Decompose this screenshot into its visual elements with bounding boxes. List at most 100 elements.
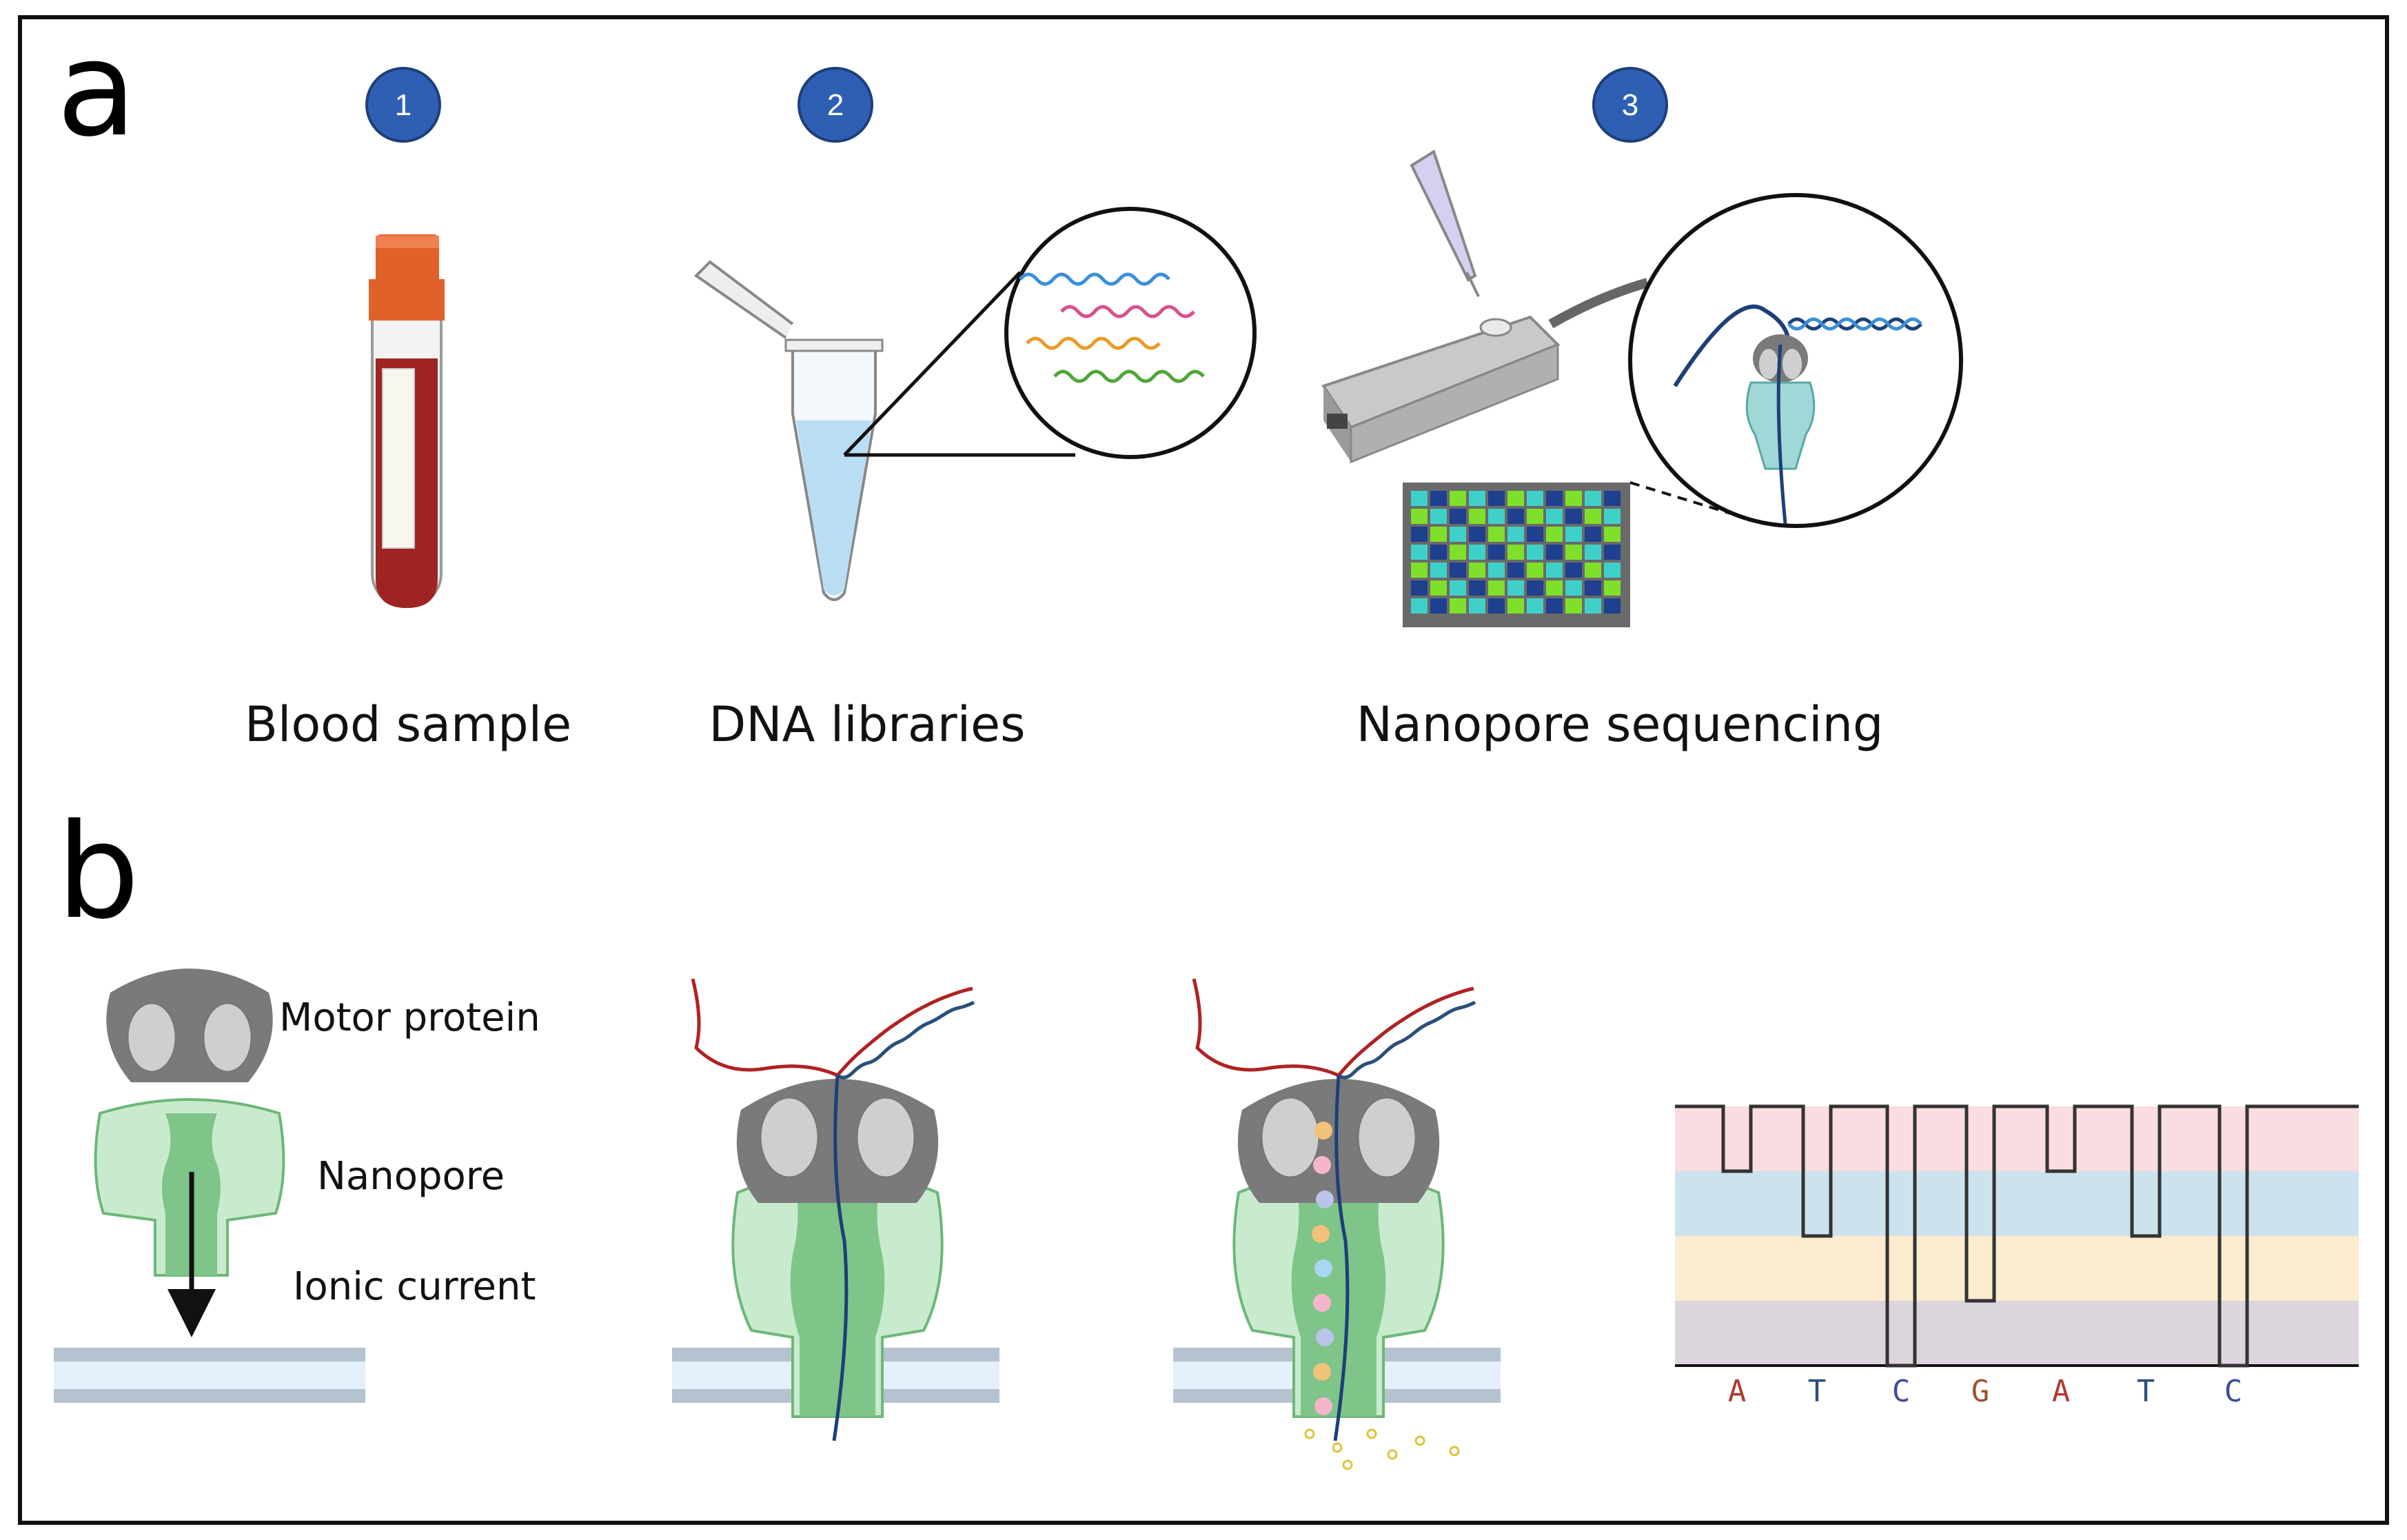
sequencer-device-icon: [1321, 278, 1649, 464]
pipette-icon: [1410, 149, 1480, 297]
panel-b-letter: b: [57, 796, 140, 948]
pore-with-dna-illustration: [672, 978, 999, 1441]
signal-base-label: C: [1892, 1374, 1911, 1409]
flow-cell-well: [1527, 491, 1543, 506]
label-motor-protein: Motor protein: [279, 995, 540, 1040]
flow-cell-well: [1450, 527, 1466, 542]
flow-cell-well: [1488, 563, 1505, 578]
flow-cell-well: [1527, 545, 1543, 560]
flow-cell-well: [1488, 527, 1505, 542]
motor-protein-icon: [106, 969, 273, 1082]
caption-dna-libraries: DNA libraries: [709, 696, 1025, 753]
flow-cell-well: [1450, 580, 1466, 596]
dna-library-zoom-circle: [1004, 207, 1257, 459]
flow-cell-well: [1488, 598, 1505, 614]
flow-cell-well: [1546, 509, 1563, 524]
flow-cell-well: [1411, 545, 1428, 560]
flow-cell-well: [1507, 580, 1524, 596]
flow-cell-well: [1604, 598, 1621, 614]
step-3-number: 3: [1622, 88, 1638, 122]
signal-band: [1675, 1236, 2359, 1301]
signal-base-label: A: [2052, 1374, 2071, 1409]
step-1-badge: 1: [365, 67, 441, 143]
flow-cell-well: [1604, 527, 1621, 542]
signal-base-label: T: [1808, 1374, 1827, 1409]
flow-cell-well: [1411, 563, 1428, 578]
signal-band: [1675, 1301, 2359, 1366]
flow-cell-well: [1565, 491, 1582, 506]
flow-cell-well: [1411, 598, 1428, 614]
flow-cell-well: [1585, 491, 1601, 506]
flow-cell-well: [1546, 491, 1563, 506]
flow-cell-well: [1430, 598, 1447, 614]
flow-cell-well: [1527, 598, 1543, 614]
flow-cell-well: [1430, 545, 1447, 560]
flow-cell-well: [1604, 545, 1621, 560]
flow-cell-well: [1507, 598, 1524, 614]
signal-base-label: G: [1971, 1374, 1990, 1409]
figure-frame: [18, 15, 2389, 1525]
flow-cell-well: [1450, 491, 1466, 506]
flow-cell-well: [1604, 580, 1621, 596]
signal-line: [1675, 1104, 2359, 1368]
zoom-line-top: [843, 271, 1022, 456]
flow-cell-well: [1546, 545, 1563, 560]
flow-cell-well: [1450, 545, 1466, 560]
flow-cell-well: [1527, 527, 1543, 542]
flow-cell-well: [1527, 509, 1543, 524]
flow-cell-well: [1565, 580, 1582, 596]
flow-cell-well: [1469, 563, 1485, 578]
label-nanopore: Nanopore: [317, 1154, 505, 1199]
flow-cell-well: [1469, 491, 1485, 506]
flow-cell-well: [1546, 598, 1563, 614]
signal-base-label: A: [1728, 1374, 1747, 1409]
flow-cell-well: [1546, 580, 1563, 596]
flow-cell-well: [1585, 545, 1601, 560]
signal-base-label: T: [2137, 1374, 2155, 1409]
flow-cell-well: [1585, 509, 1601, 524]
flow-cell-well: [1527, 563, 1543, 578]
flow-cell-well: [1507, 563, 1524, 578]
caption-nanopore-sequencing: Nanopore sequencing: [1357, 696, 1884, 753]
flow-cell-well: [1469, 509, 1485, 524]
flow-cell-well: [1565, 598, 1582, 614]
flow-cell-well: [1411, 527, 1428, 542]
flow-cell-well: [1411, 509, 1428, 524]
flow-cell-well: [1507, 527, 1524, 542]
flow-cell-well: [1450, 509, 1466, 524]
flow-cell-well: [1488, 545, 1505, 560]
flow-cell-well: [1469, 598, 1485, 614]
flow-cell-well: [1430, 527, 1447, 542]
flow-cell-well: [1565, 563, 1582, 578]
step-3-badge: 3: [1592, 67, 1668, 143]
panel-a-letter: a: [57, 13, 136, 165]
flow-cell-well: [1507, 545, 1524, 560]
flow-cell-well: [1488, 509, 1505, 524]
flow-cell-well: [1585, 598, 1601, 614]
flow-cell-well: [1411, 580, 1428, 596]
flow-cell-well: [1546, 563, 1563, 578]
flow-cell-well: [1430, 580, 1447, 596]
flow-cell-grid: [1403, 483, 1630, 627]
flow-cell-well: [1450, 563, 1466, 578]
pore-zoom-circle: [1628, 193, 1963, 528]
flow-cell-well: [1546, 527, 1563, 542]
flow-cell-well: [1585, 527, 1601, 542]
flow-cell-well: [1488, 491, 1505, 506]
flow-cell-well: [1507, 491, 1524, 506]
flow-cell-well: [1604, 563, 1621, 578]
flow-cell-well: [1585, 563, 1601, 578]
flow-cell-well: [1507, 509, 1524, 524]
flow-cell-well: [1565, 545, 1582, 560]
microtube-icon: [693, 260, 884, 601]
pore-with-bases-illustration: [1173, 978, 1501, 1470]
flow-cell-well: [1585, 580, 1601, 596]
step-1-number: 1: [395, 88, 412, 122]
flow-cell-well: [1450, 598, 1466, 614]
signal-band: [1675, 1106, 2359, 1171]
step-2-badge: 2: [798, 67, 873, 143]
caption-blood-sample: Blood sample: [245, 696, 571, 753]
flow-cell-well: [1527, 580, 1543, 596]
